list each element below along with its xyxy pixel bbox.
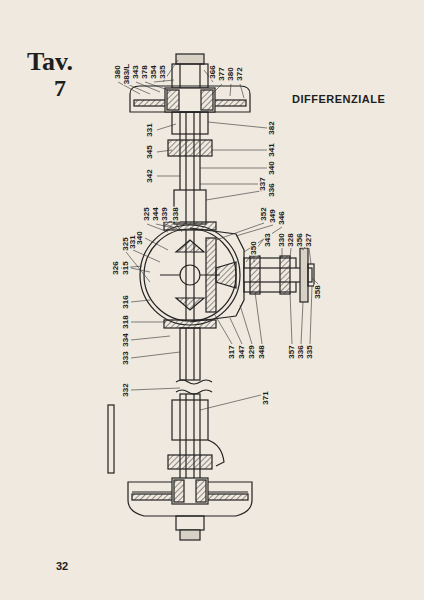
callout-number: 372	[236, 66, 244, 81]
callout-number: 339	[161, 206, 169, 221]
callout-number: 382	[268, 120, 276, 135]
callout-number: 352	[260, 206, 268, 221]
callout-number: 356	[296, 232, 304, 247]
callout-number: 325	[122, 236, 130, 251]
callout-number: 335	[159, 64, 167, 79]
callout-number: 340	[136, 230, 144, 245]
callout-number: 317	[228, 344, 236, 359]
plate-number: Tav.	[26, 49, 74, 75]
callout-number: 329	[248, 344, 256, 359]
leader-lines	[118, 60, 318, 410]
plate-number: 7	[53, 76, 67, 100]
callout-number: 331	[146, 122, 154, 137]
callout-number: 346	[278, 210, 286, 225]
callout-number: 336	[268, 182, 276, 197]
callout-number: 336	[297, 344, 305, 359]
callout-number: 349	[269, 208, 277, 223]
callout-number: 332	[122, 382, 130, 397]
callout-number: 331	[129, 234, 137, 249]
callout-number: 377	[218, 66, 226, 81]
callout-number: 380	[114, 64, 122, 79]
callout-number: 333	[122, 350, 130, 365]
callout-number: 380	[227, 66, 235, 81]
callout-number: 383/L	[123, 63, 131, 85]
callout-number: 366	[209, 64, 217, 79]
callout-number: 335	[306, 344, 314, 359]
callout-number: 347	[238, 344, 246, 359]
callout-number: 340	[268, 160, 276, 175]
callout-number: 343	[132, 64, 140, 79]
plate-title: DIFFERENZIALE	[292, 94, 385, 105]
callout-number: 350	[250, 240, 258, 255]
callout-number: 371	[262, 390, 270, 405]
callout-number: 341	[268, 142, 276, 157]
callout-number: 334	[122, 332, 130, 347]
callout-number: 358	[314, 284, 322, 299]
callout-number: 330	[278, 232, 286, 247]
callout-number: 316	[122, 294, 130, 309]
callout-number: 337	[259, 176, 267, 191]
callout-number: 327	[305, 232, 313, 247]
callout-number: 328	[287, 232, 295, 247]
callout-number: 344	[152, 206, 160, 221]
callout-number: 348	[258, 344, 266, 359]
callout-number: 357	[288, 344, 296, 359]
callout-number: 338	[172, 206, 180, 221]
callout-number: 343	[264, 232, 272, 247]
callout-number: 326	[112, 260, 120, 275]
callout-number: 325	[143, 206, 151, 221]
callout-number: 315	[122, 260, 130, 275]
callout-number: 342	[146, 168, 154, 183]
axle-assembly	[108, 54, 314, 540]
page-number: 32	[55, 561, 69, 572]
callout-number: 378	[141, 64, 149, 79]
callout-number: 318	[122, 314, 130, 329]
callout-number: 354	[150, 64, 158, 79]
callout-number: 345	[146, 144, 154, 159]
